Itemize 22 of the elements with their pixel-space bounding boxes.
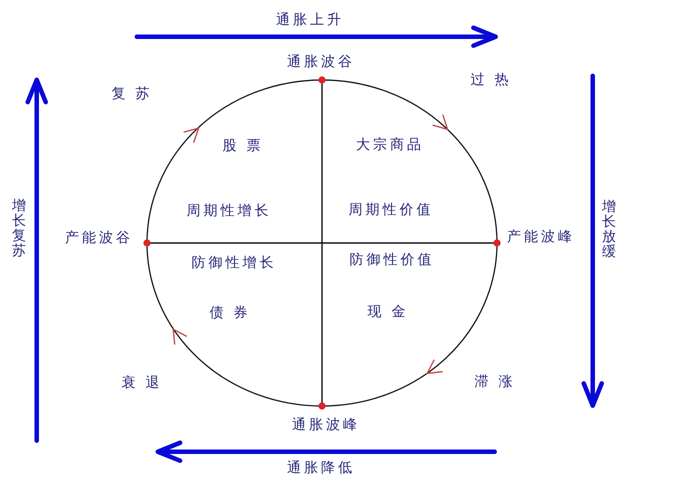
quadrant-label: 防御性价值: [350, 253, 434, 267]
point-label: 通胀波谷: [287, 55, 355, 69]
arrow-label: 增长复苏: [12, 199, 26, 259]
point-label: 产能波谷: [65, 231, 133, 245]
quadrant-sector: [320, 241, 499, 408]
quadrant-label: 周期性价值: [348, 203, 434, 217]
point-label: 通胀波峰: [292, 418, 360, 432]
phase-label: 过 热: [470, 73, 512, 87]
arrow-label: 通胀降低: [287, 461, 355, 475]
quadrant-sector: [145, 241, 324, 408]
phase-label: 复 苏: [111, 87, 153, 101]
quadrant-label: 现 金: [367, 305, 409, 319]
quadrant-label: 债 券: [209, 306, 251, 320]
phase-label: 衰 退: [121, 376, 163, 390]
quadrant-label: 周期性增长: [186, 204, 272, 218]
quadrant-label: 股 票: [222, 139, 264, 153]
arrow-label: 增长放缓: [602, 200, 616, 260]
quadrant-label: 防御性增长: [192, 256, 276, 270]
arrow-label: 通胀上升: [276, 13, 344, 27]
quadrant-label: 大宗商品: [356, 138, 424, 152]
phase-label: 滞 涨: [474, 375, 516, 389]
point-label: 产能波峰: [507, 230, 575, 244]
